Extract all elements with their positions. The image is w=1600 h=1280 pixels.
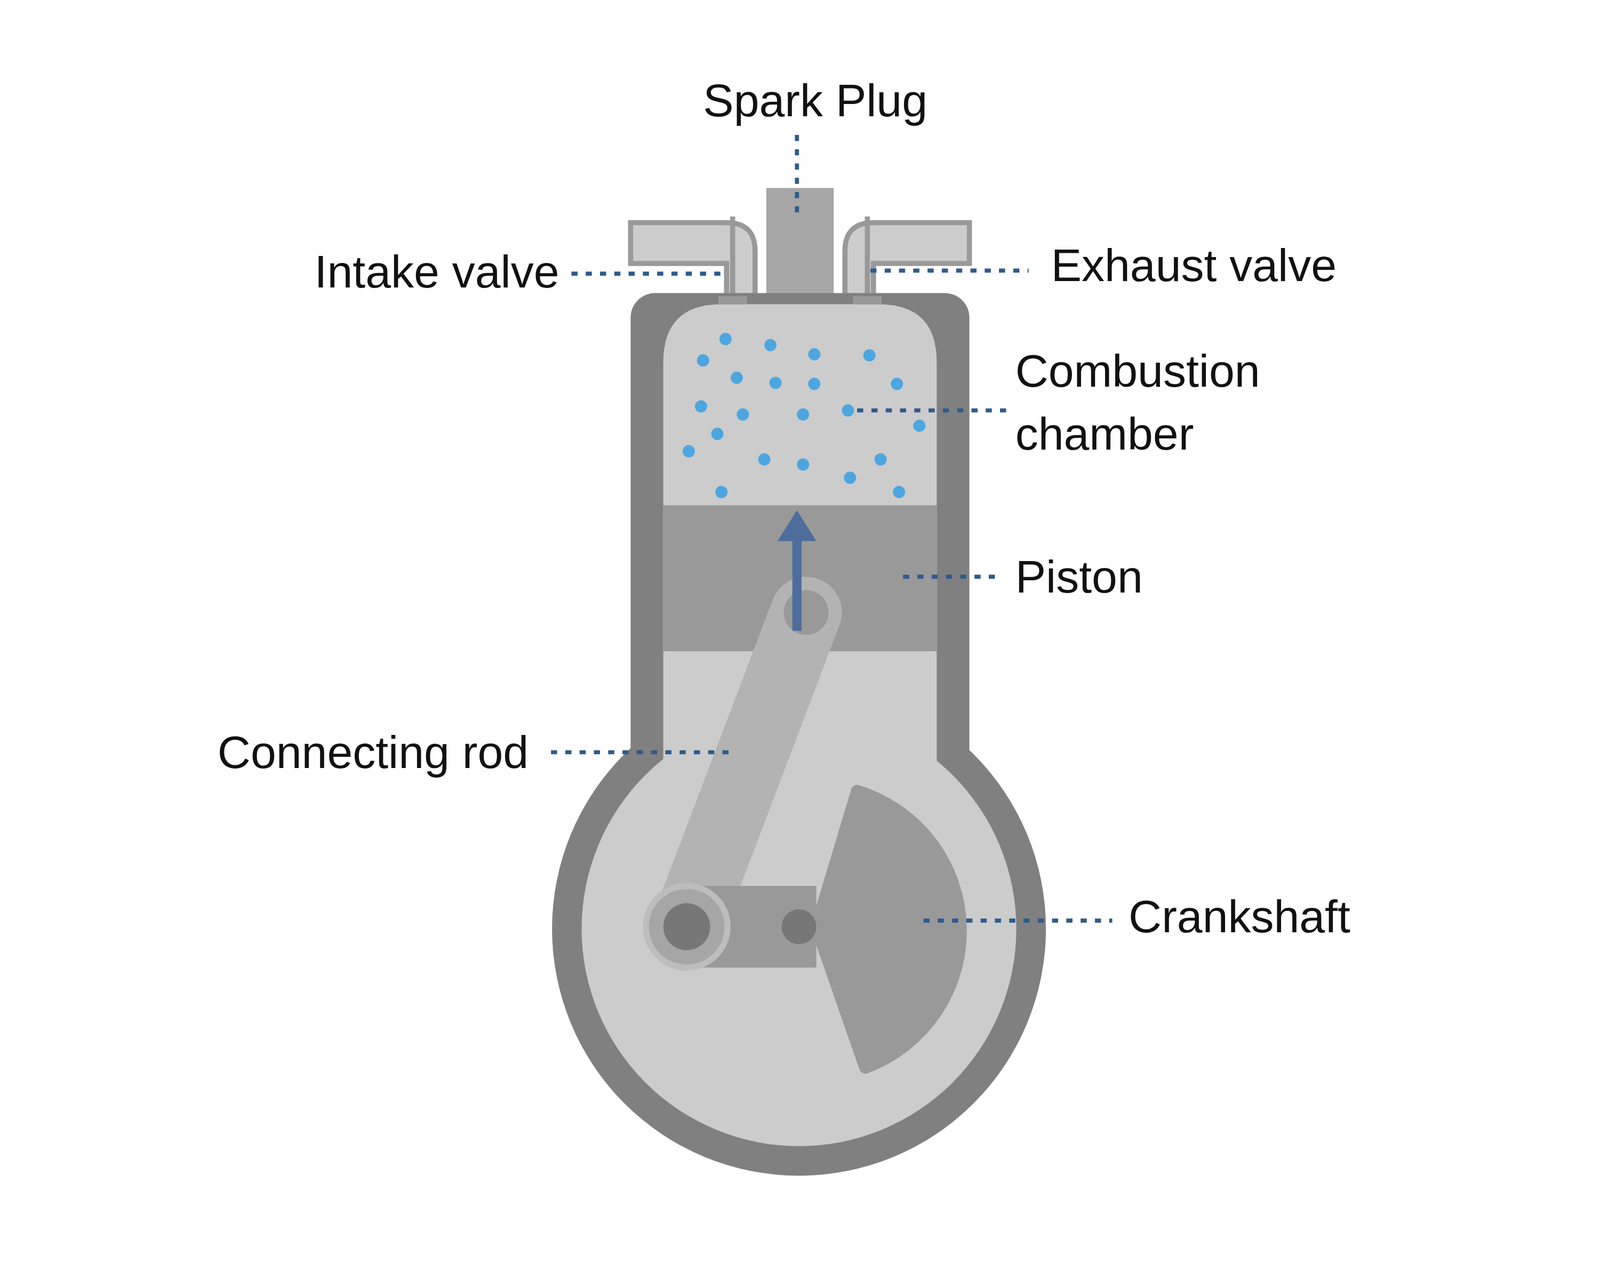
main-journal — [781, 909, 817, 944]
counterweight — [816, 790, 962, 1068]
part-label: Connecting rod — [217, 720, 529, 784]
piston-pin — [783, 589, 829, 635]
part-label: Intake valve — [314, 240, 560, 303]
exhaust-valve-stem — [864, 216, 870, 301]
crankcase-wall — [552, 681, 1046, 1176]
spark-plug — [766, 187, 834, 306]
motion-arrow — [792, 539, 802, 631]
intake-valve-stem — [730, 216, 736, 301]
crank-pin — [645, 885, 728, 968]
exhaust-port — [844, 222, 970, 300]
part-label: Spark Plug — [702, 68, 928, 132]
intake-port — [630, 222, 755, 300]
piston — [663, 505, 938, 652]
arrow-head — [777, 510, 817, 541]
part-label: Combustion chamber — [1015, 339, 1363, 466]
exhaust-valve-head — [852, 296, 882, 304]
fuel-mixture — [682, 332, 926, 499]
crank-pin-hole — [663, 903, 711, 951]
part-label: Exhaust valve — [1051, 233, 1337, 297]
intake-valve-head — [718, 296, 748, 304]
leader-lines — [550, 134, 1112, 921]
part-label: Piston — [1015, 545, 1143, 608]
crankcase-inner — [581, 711, 1017, 1147]
part-label: Crankshaft — [1128, 884, 1351, 948]
connecting-rod — [686, 612, 807, 927]
